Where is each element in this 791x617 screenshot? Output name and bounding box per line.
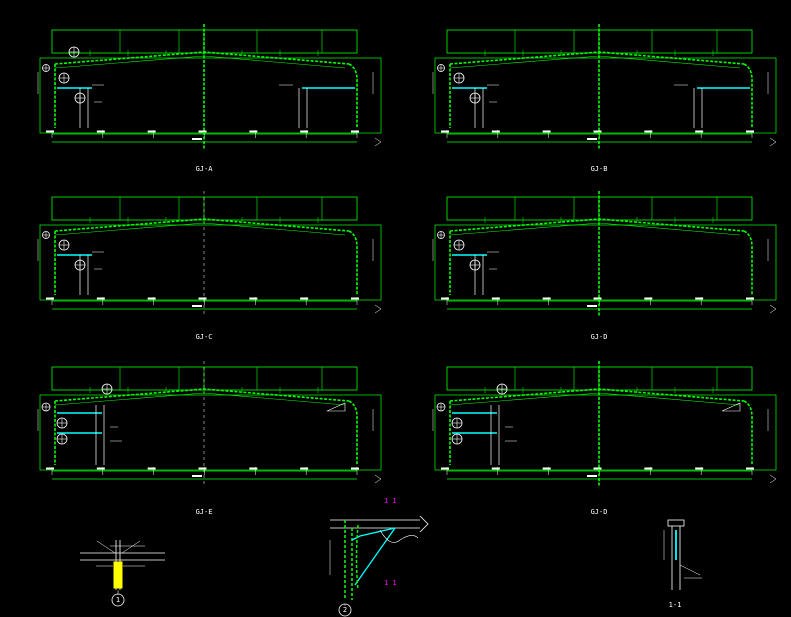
portal-frame-elevations: [37, 24, 777, 487]
frame-elevation-gj-b: [432, 24, 777, 150]
frame-label-gj-d: GJ-D: [590, 333, 608, 341]
frame-elevation-gj-c: [37, 191, 382, 317]
section-1-1: [663, 519, 702, 590]
section-mark-top: 1 1: [384, 497, 397, 505]
section-mark-bottom: 1 1: [384, 579, 397, 587]
frame-label-gj-c: GJ-C: [195, 333, 213, 341]
detail-2-marker: [338, 603, 352, 617]
section-1-1-label: 1-1: [668, 601, 682, 609]
frame-elevation-gj-d2: [432, 361, 777, 487]
detail-2-number: 2: [342, 606, 348, 614]
frame-elevation-gj-e: [37, 361, 382, 487]
detail-1-marker: [111, 593, 125, 607]
frame-elevation-gj-a: [37, 24, 382, 150]
frame-label-gj-b: GJ-B: [590, 165, 608, 173]
frame-label-gj-d2: GJ-D: [590, 508, 608, 516]
frame-label-gj-a: GJ-A: [195, 165, 213, 173]
detail-1-ridge-splice: [80, 540, 165, 607]
frame-label-gj-e: GJ-E: [195, 508, 213, 516]
detail-2-eave-knee: [329, 515, 429, 617]
connection-details: [80, 515, 702, 617]
detail-1-number: 1: [115, 596, 121, 604]
frame-elevation-gj-d: [432, 191, 777, 317]
